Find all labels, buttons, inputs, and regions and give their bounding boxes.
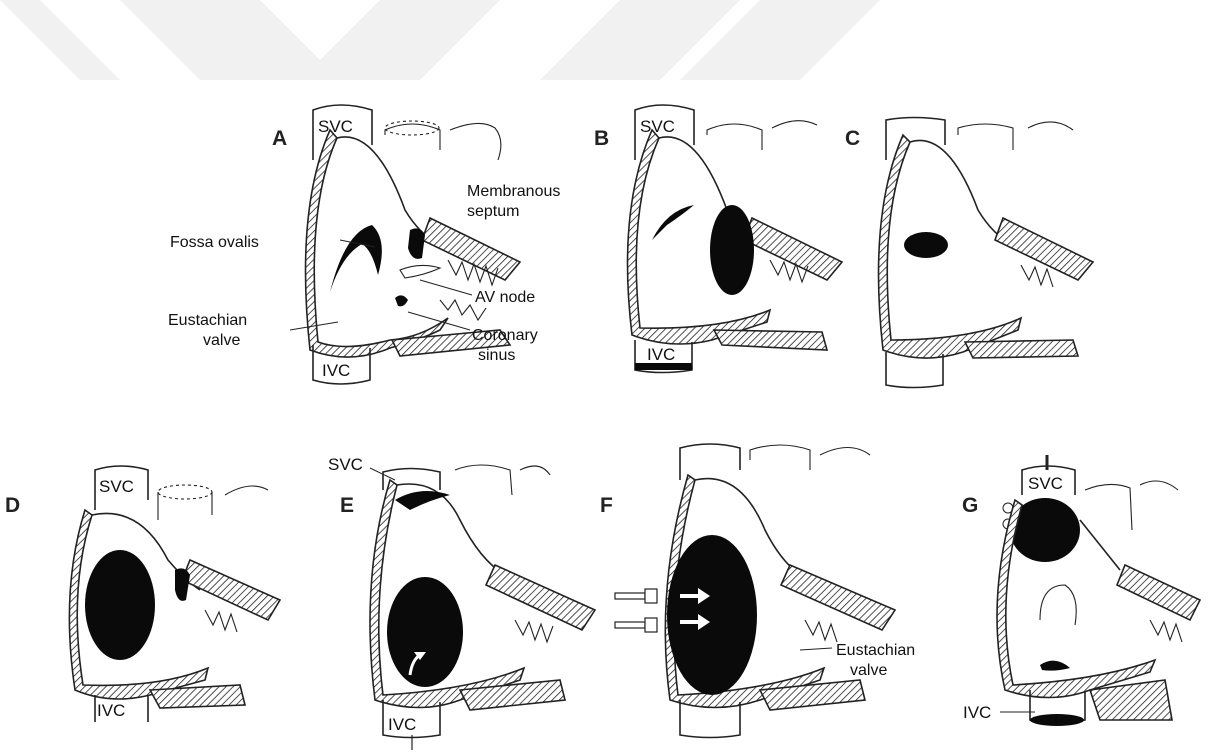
aorta-outline — [1085, 484, 1132, 530]
av-node-shape — [400, 265, 440, 278]
aorta-outline — [750, 445, 810, 470]
panel-g: G SVC IVC — [962, 455, 1200, 726]
svc-label-d: SVC — [99, 477, 134, 496]
fossa-defect — [904, 232, 948, 258]
ivc-label-e: IVC — [388, 715, 416, 734]
membranous-septum-mark — [408, 228, 425, 259]
panel-c: C — [845, 118, 1093, 388]
panel-e: E SVC IVC — [328, 455, 595, 750]
panel-label-f: F — [600, 494, 613, 517]
aorta-outline — [385, 124, 440, 150]
panel-f: F Eustachian valve — [600, 444, 915, 738]
watermark — [0, 0, 880, 80]
label-eustachian-2: valve — [203, 332, 240, 349]
septal-outline — [1080, 520, 1120, 570]
lower-wall-band — [150, 685, 245, 708]
aorta-dotted — [385, 121, 439, 135]
aorta-outline — [158, 492, 212, 520]
ivc-label-d: IVC — [97, 701, 125, 720]
leader-eustachian-f — [800, 648, 832, 650]
pa-outline — [772, 121, 817, 128]
pa-outline — [225, 486, 268, 495]
septum-band — [486, 565, 595, 630]
membranous-mark — [175, 568, 190, 601]
eustachian-mark — [1040, 661, 1070, 671]
ivc-label-b: IVC — [647, 345, 675, 364]
aorta-dotted — [158, 485, 212, 499]
pa-outline — [820, 448, 870, 456]
panel-a: A SVC IVC Fossa ovalis Membranous septum — [168, 105, 560, 384]
svc-rim-mark — [395, 491, 450, 510]
septal-defect — [710, 205, 754, 295]
coronary-sinus-shape — [395, 295, 408, 306]
tricuspid-leaflets — [1021, 265, 1053, 287]
lower-wall-band — [965, 340, 1078, 358]
tricuspid-leaflets — [805, 620, 837, 642]
svc-label-g: SVC — [1028, 474, 1063, 493]
cannula-1-hub — [645, 589, 657, 603]
label-coronary-sinus-2: sinus — [478, 347, 515, 364]
pa-outline — [1028, 122, 1073, 130]
septal-outline — [337, 137, 440, 245]
pa-outline — [450, 123, 501, 160]
fossa-ovalis-rim — [330, 225, 382, 292]
tricuspid-leaflets — [205, 610, 237, 632]
pa-outline — [520, 466, 550, 475]
tricuspid-leaflets — [515, 620, 553, 642]
cannula-2-hub — [645, 618, 657, 632]
septum-band — [781, 565, 895, 630]
panel-label-e: E — [340, 494, 354, 517]
panel-b: B SVC IVC — [594, 105, 842, 373]
lower-wall-band — [714, 330, 827, 350]
fossa-outline — [1040, 585, 1076, 625]
aorta-outline — [455, 465, 512, 495]
svc-label-a: SVC — [318, 117, 353, 136]
label-av-node: AV node — [475, 289, 535, 306]
fossa-rim — [652, 205, 694, 240]
leader-av-node — [420, 280, 472, 295]
label-coronary-sinus-1: Coronary — [472, 327, 538, 344]
svc-label-e: SVC — [328, 455, 363, 474]
tricuspid-leaflets — [1150, 620, 1182, 642]
svc-label-b: SVC — [640, 117, 675, 136]
atrial-wall — [879, 135, 1022, 358]
label-eustachian-1: Eustachian — [168, 312, 247, 329]
septal-defect — [387, 577, 463, 687]
svc-tube — [886, 118, 945, 161]
septum-band — [182, 560, 280, 620]
septal-defect — [667, 535, 757, 695]
ivc-label-a: IVC — [322, 361, 350, 380]
panel-label-c: C — [845, 127, 860, 150]
aorta-outline — [958, 124, 1013, 150]
svc-tube — [680, 444, 740, 480]
septal-defect — [85, 550, 155, 660]
cannula-1 — [615, 593, 645, 599]
ivc-rim — [635, 363, 692, 370]
panel-label-g: G — [962, 494, 978, 517]
cannula-2 — [615, 622, 645, 628]
panel-label-b: B — [594, 127, 609, 150]
label-eustachian-f-2: valve — [850, 662, 887, 679]
label-membranous-septum-2: septum — [467, 203, 519, 220]
panel-label-d: D — [5, 494, 20, 517]
panel-d: D SVC IVC — [5, 466, 280, 722]
label-membranous-septum-1: Membranous — [467, 183, 560, 200]
label-fossa-ovalis: Fossa ovalis — [170, 234, 259, 251]
label-eustachian-f-1: Eustachian — [836, 642, 915, 659]
ivc-label-g: IVC — [963, 703, 991, 722]
panel-label-a: A — [272, 127, 287, 150]
aorta-outline — [707, 124, 762, 150]
pa-outline — [1140, 481, 1178, 490]
septum-band — [995, 218, 1093, 280]
ivc-rim — [1030, 714, 1084, 726]
septal-outline — [910, 140, 1013, 245]
septum-band — [1117, 565, 1200, 620]
